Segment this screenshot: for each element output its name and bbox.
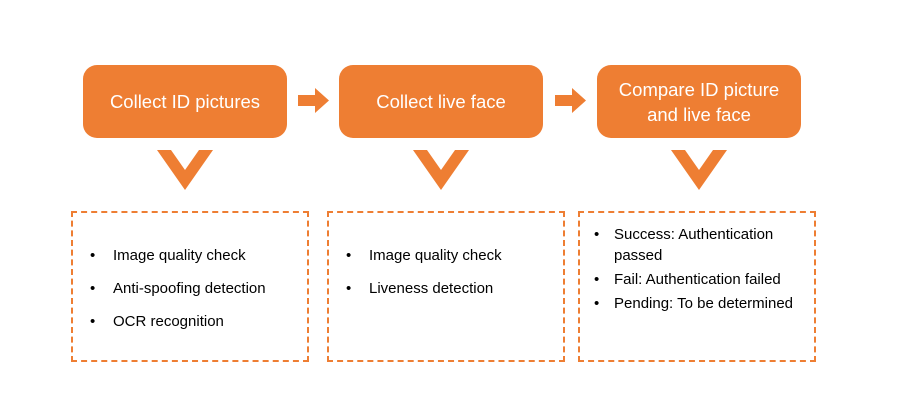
chevron-down-icon: [157, 150, 213, 190]
right-arrow-icon: [555, 88, 586, 113]
chevron-down-icon: [671, 150, 727, 190]
step-label: Compare ID picture and live face: [618, 78, 780, 125]
step-label: Collect live face: [376, 91, 506, 112]
list-item: Liveness detection: [329, 279, 563, 298]
chevron-down-icon: [413, 150, 469, 190]
step-collect-live-face: Collect live face: [339, 65, 543, 138]
list-item: OCR recognition: [73, 312, 307, 331]
step-collect-id-pictures: Collect ID pictures: [83, 65, 287, 138]
list-item: Anti-spoofing detection: [73, 279, 307, 298]
list-item: Success: Authentication passed: [580, 224, 814, 266]
list-item: Pending: To be determined: [580, 293, 814, 314]
detail-list: Image quality check Anti-spoofing detect…: [73, 213, 307, 331]
detail-list: Success: Authentication passed Fail: Aut…: [580, 213, 814, 314]
list-item: Image quality check: [73, 246, 307, 265]
right-arrow-icon: [298, 88, 329, 113]
step-label: Collect ID pictures: [109, 91, 261, 112]
list-item: Image quality check: [329, 246, 563, 265]
details-collect-id-pictures: Image quality check Anti-spoofing detect…: [71, 211, 309, 362]
detail-list: Image quality check Liveness detection: [329, 213, 563, 298]
details-collect-live-face: Image quality check Liveness detection: [327, 211, 565, 362]
details-compare-results: Success: Authentication passed Fail: Aut…: [578, 211, 816, 362]
list-item: Fail: Authentication failed: [580, 269, 814, 290]
step-compare-id-and-face: Compare ID picture and live face: [597, 65, 801, 138]
